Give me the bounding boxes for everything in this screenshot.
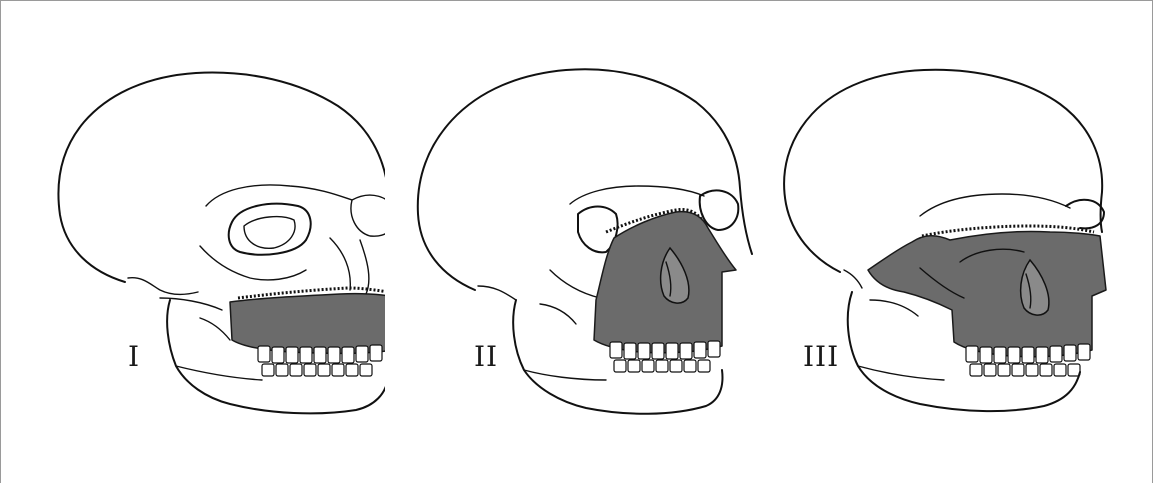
skull-figure-le-fort-1: I xyxy=(0,0,385,483)
skull-illustration-1 xyxy=(0,0,385,483)
skull-illustration-2 xyxy=(370,0,755,483)
skull-figure-le-fort-3: III xyxy=(740,0,1125,483)
figure-label-1: I xyxy=(128,340,140,373)
figure-label-2: II xyxy=(474,340,498,373)
skull-figure-le-fort-2: II xyxy=(370,0,755,483)
skull-illustration-3 xyxy=(740,0,1125,483)
figure-label-3: III xyxy=(803,340,839,373)
